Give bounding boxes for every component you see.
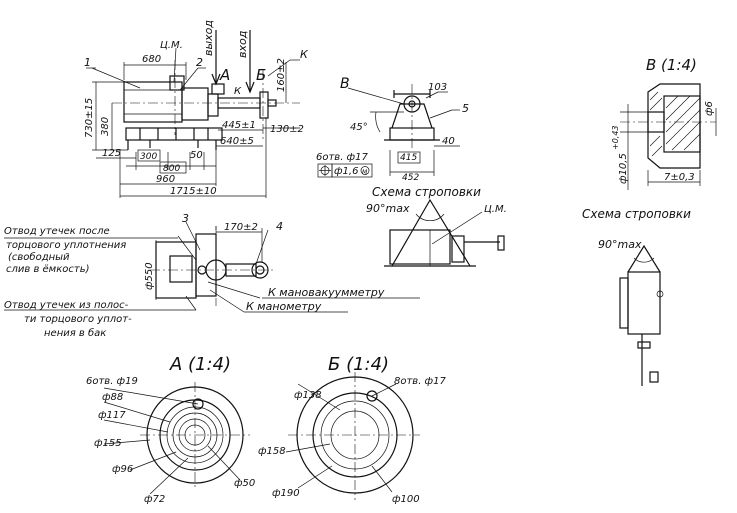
dim-415: 415 — [400, 153, 417, 163]
callout-103: 103 — [428, 82, 447, 93]
plan-view — [4, 221, 420, 313]
callout-3: 3 — [182, 212, 189, 225]
main-view — [86, 30, 300, 198]
baseplate — [125, 127, 223, 141]
view-a-d72: ф72 — [144, 494, 165, 505]
dim-160: 160±2 — [276, 58, 287, 92]
dim-130: 130±2 — [270, 124, 304, 135]
section-mark-v: В — [340, 76, 350, 92]
rigging-scheme-2 — [619, 244, 664, 386]
dim-445: 445±1 — [222, 120, 256, 131]
inlet-label: вход — [236, 31, 249, 58]
dim-452: 452 — [402, 173, 419, 183]
note-bottom-line-3: нения в бак — [44, 327, 106, 339]
callout-5: 5 — [462, 102, 469, 115]
dim-125: 125 — [102, 148, 121, 159]
dim-640: 640±5 — [220, 136, 254, 147]
note-top-line-1: Отвод утечек после — [4, 226, 110, 237]
detail-v-title: В (1:4) — [646, 56, 697, 74]
dim-960: 960 — [156, 174, 175, 185]
section-mark-k: К — [234, 86, 242, 97]
note-bottom-line-2: ти торцового уплот- — [24, 314, 132, 325]
view-b-d138: ф138 — [294, 390, 322, 401]
callout-k: К — [300, 48, 309, 61]
dim-1715: 1715±10 — [170, 186, 217, 197]
dim-380: 380 — [100, 117, 111, 136]
side-holes: 6отв. ф17 — [316, 152, 368, 163]
dim-300: 300 — [140, 152, 157, 162]
dim-730: 730±15 — [84, 98, 95, 138]
view-a-d50: ф50 — [234, 478, 255, 489]
dim-680: 680 — [142, 54, 161, 65]
callout-4: 4 — [276, 220, 283, 233]
dim-40: 40 — [442, 136, 455, 147]
view-a-holes: 6отв. ф19 — [86, 376, 138, 387]
outlet-label: выход — [202, 20, 215, 56]
rigging-scheme-1 — [384, 198, 505, 267]
tolerance-modifier: M — [362, 169, 368, 176]
callout-1: 1 — [84, 56, 91, 69]
inlet-flange — [259, 91, 269, 119]
angle-45: 45° — [350, 122, 368, 133]
detail-v-d105: ф10,5 — [618, 153, 629, 184]
view-a — [103, 382, 250, 495]
view-a-d96: ф96 — [112, 464, 133, 475]
to-vacuum-gauge: К мановакуумметру — [268, 286, 385, 299]
tolerance-value: ф1,6 — [334, 166, 358, 177]
to-manometer: К манометру — [246, 300, 322, 313]
note-top-line-4: слив в ёмкость) — [6, 264, 90, 275]
view-a-title: А (1:4) — [169, 354, 231, 375]
view-b-d158: ф158 — [258, 446, 286, 457]
side-view — [317, 84, 460, 178]
detail-v-d7: 7±0,3 — [664, 172, 695, 183]
detail-v — [620, 83, 717, 190]
detail-v-tolerance: +0,43 — [611, 125, 620, 150]
center-mass-label: Ц.М. — [160, 40, 183, 51]
view-b-d190: ф190 — [272, 488, 300, 499]
dim-50: 50 — [190, 150, 203, 161]
view-b — [285, 372, 420, 500]
section-mark-b: Б — [256, 66, 266, 84]
view-b-d100: ф100 — [392, 494, 420, 505]
rigging-1-mark: Ц.М. — [484, 204, 507, 215]
callout-2: 2 — [196, 56, 203, 69]
rigging-2-title: Схема строповки — [582, 207, 691, 221]
detail-v-d6: ф6 — [704, 101, 715, 116]
view-b-title: Б (1:4) — [328, 354, 389, 375]
note-bottom-line-1: Отвод утечек из полос- — [4, 300, 129, 311]
view-a-d117: ф117 — [98, 410, 126, 421]
view-b-holes: 8отв. ф17 — [394, 376, 446, 387]
view-a-d88: ф88 — [102, 392, 123, 403]
pump-housing — [181, 87, 209, 121]
rigging-2-angle: 90°max — [598, 238, 642, 251]
dim-170: 170±2 — [224, 222, 258, 233]
note-top-line-2: торцового уплотнения — [6, 240, 126, 251]
dim-550: ф550 — [144, 262, 155, 290]
motor-body — [123, 81, 183, 123]
view-a-d155: ф155 — [94, 438, 122, 449]
dim-800: 800 — [163, 164, 180, 174]
rigging-1-title: Схема строповки — [372, 185, 481, 199]
section-mark-a: А — [219, 66, 230, 84]
note-top-line-3: (свободный — [8, 251, 70, 263]
rigging-1-angle: 90°max — [366, 202, 410, 215]
